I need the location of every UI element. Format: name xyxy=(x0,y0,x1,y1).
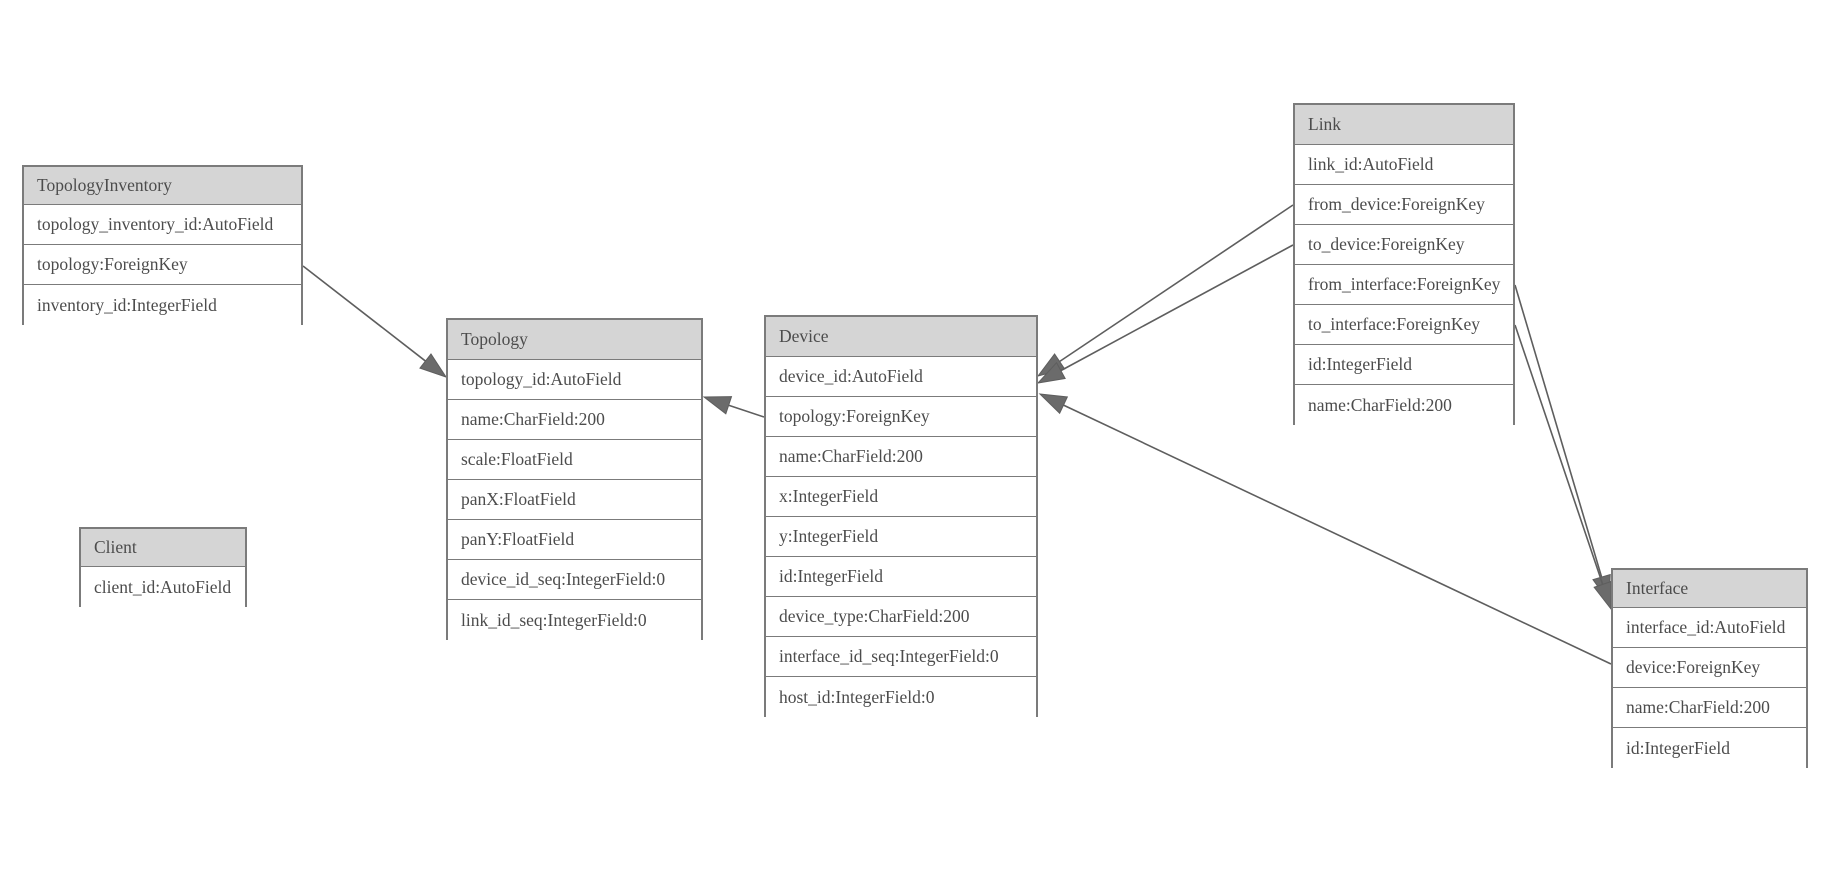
edge-link-to-device-line xyxy=(1060,244,1294,372)
link-field-row: id:IntegerField xyxy=(1295,345,1513,385)
edge-device-topology-line xyxy=(728,404,765,418)
device-field-row: y:IntegerField xyxy=(766,517,1036,557)
device-field-row: x:IntegerField xyxy=(766,477,1036,517)
edge-link-to-device-arrowhead-icon xyxy=(1036,361,1066,384)
interface-field-row: device:ForeignKey xyxy=(1613,648,1806,688)
edge-device-topology xyxy=(702,396,765,418)
device-field-row: device_id:AutoField xyxy=(766,357,1036,397)
entity-header-topologyinventory: TopologyInventory xyxy=(24,167,301,205)
link-field-row: link_id:AutoField xyxy=(1295,145,1513,185)
edge-link-from-device xyxy=(1036,204,1294,377)
entity-header-client: Client xyxy=(81,529,245,567)
entity-header-topology: Topology xyxy=(448,320,701,360)
device-field-row: interface_id_seq:IntegerField:0 xyxy=(766,637,1036,677)
topologyinventory-field-row: topology_inventory_id:AutoField xyxy=(24,205,301,245)
link-field-row: name:CharField:200 xyxy=(1295,385,1513,425)
edge-link-from-interface-line xyxy=(1514,284,1603,578)
edge-link-to-interface xyxy=(1514,324,1612,611)
topology-field-row: device_id_seq:IntegerField:0 xyxy=(448,560,701,600)
interface-field-row: name:CharField:200 xyxy=(1613,688,1806,728)
interface-field-row: id:IntegerField xyxy=(1613,728,1806,768)
topologyinventory-field-row: topology:ForeignKey xyxy=(24,245,301,285)
link-field-row: from_interface:ForeignKey xyxy=(1295,265,1513,305)
edge-link-to-interface-arrowhead-icon xyxy=(1593,580,1612,611)
edge-interface-device xyxy=(1038,393,1612,665)
edge-topologyinventory-topology xyxy=(302,265,448,378)
device-field-row: id:IntegerField xyxy=(766,557,1036,597)
topologyinventory-field-row: inventory_id:IntegerField xyxy=(24,285,301,325)
edge-link-from-device-arrowhead-icon xyxy=(1036,353,1066,377)
link-field-row: from_device:ForeignKey xyxy=(1295,185,1513,225)
edge-interface-device-arrowhead-icon xyxy=(1038,393,1069,415)
edge-link-to-device xyxy=(1036,244,1294,384)
topology-field-row: link_id_seq:IntegerField:0 xyxy=(448,600,701,640)
device-field-row: host_id:IntegerField:0 xyxy=(766,677,1036,717)
edge-topologyinventory-topology-arrowhead-icon xyxy=(419,353,448,378)
edge-link-from-device-line xyxy=(1059,204,1294,363)
device-field-row: device_type:CharField:200 xyxy=(766,597,1036,637)
topology-field-row: panX:FloatField xyxy=(448,480,701,520)
link-field-row: to_interface:ForeignKey xyxy=(1295,305,1513,345)
topology-field-row: scale:FloatField xyxy=(448,440,701,480)
topology-field-row: panY:FloatField xyxy=(448,520,701,560)
device-field-row: topology:ForeignKey xyxy=(766,397,1036,437)
edge-interface-device-line xyxy=(1063,404,1612,665)
entity-header-device: Device xyxy=(766,317,1036,357)
interface-field-row: interface_id:AutoField xyxy=(1613,608,1806,648)
edge-link-to-interface-line xyxy=(1514,324,1604,585)
edge-link-from-interface xyxy=(1514,284,1611,604)
topology-field-row: name:CharField:200 xyxy=(448,400,701,440)
device-field-row: name:CharField:200 xyxy=(766,437,1036,477)
entity-header-link: Link xyxy=(1295,105,1513,145)
edge-topologyinventory-topology-line xyxy=(302,265,426,362)
client-field-row: client_id:AutoField xyxy=(81,567,245,607)
topology-field-row: topology_id:AutoField xyxy=(448,360,701,400)
entity-header-interface: Interface xyxy=(1613,570,1806,608)
edge-link-from-interface-arrowhead-icon xyxy=(1592,573,1611,604)
edge-device-topology-arrowhead-icon xyxy=(702,396,733,415)
link-field-row: to_device:ForeignKey xyxy=(1295,225,1513,265)
